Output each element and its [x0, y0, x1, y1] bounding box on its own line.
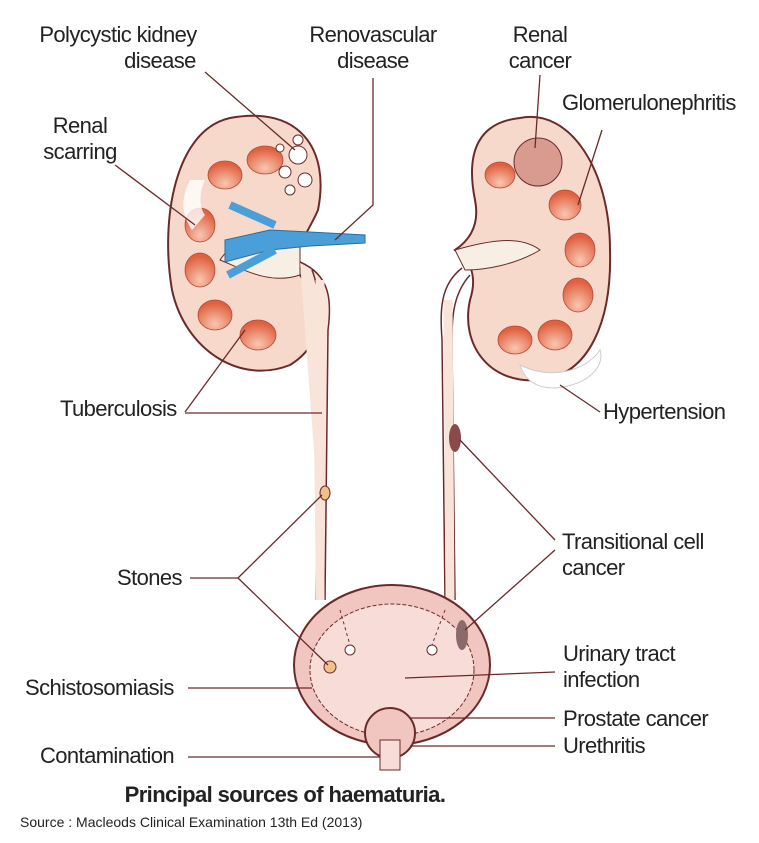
label-renal-scarring-1: Renal [53, 113, 107, 138]
ureter-stone [319, 485, 331, 501]
label-infection: infection [563, 667, 640, 692]
tumour [513, 137, 563, 187]
label-transitional-cell: Transitional cell [562, 529, 704, 554]
label-polycystic-disease: disease [124, 48, 196, 73]
figure-caption: Principal sources of haematuria. [125, 782, 446, 807]
source-credit: Source : Macleods Clinical Examination 1… [20, 814, 362, 830]
renal-vein [224, 229, 366, 263]
label-contamination: Contamination [40, 743, 174, 768]
bladder [293, 584, 491, 771]
label-urethritis: Urethritis [563, 733, 646, 758]
label-schistosomiasis: Schistosomiasis [25, 675, 174, 700]
scar [183, 180, 205, 230]
label-hypertension: Hypertension [603, 399, 725, 424]
urethra [379, 739, 401, 771]
label-renal-cancer-2: cancer [509, 48, 572, 73]
label-prostate-cancer: Prostate cancer [563, 706, 708, 731]
left-ureter [299, 261, 331, 601]
label-polycystic-kidney: Polycystic kidney [39, 22, 197, 47]
left-kidney [167, 114, 366, 372]
leader-lines [114, 71, 603, 758]
ureter-tumour [449, 424, 461, 452]
label-renal-cancer-1: Renal [513, 22, 567, 47]
right-kidney [453, 115, 612, 389]
hypertension-area [519, 348, 602, 389]
label-stones: Stones [117, 565, 182, 590]
label-glomerulonephritis: Glomerulonephritis [562, 90, 736, 115]
label-renal-scarring-2: scarring [43, 139, 116, 164]
cysts [275, 134, 313, 196]
label-renovascular: Renovascular [309, 22, 437, 47]
label-tuberculosis: Tuberculosis [60, 396, 177, 421]
label-urinary-tract: Urinary tract [563, 641, 675, 666]
label-renovascular-disease: disease [337, 48, 409, 73]
label-transitional-cancer: cancer [562, 555, 625, 580]
